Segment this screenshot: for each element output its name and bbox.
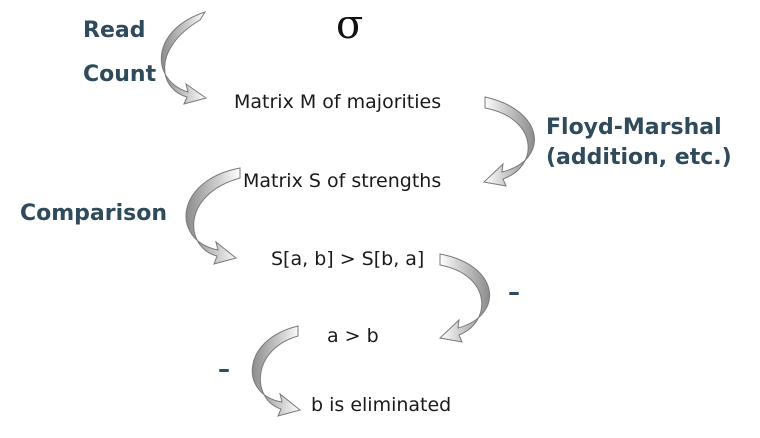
node-a-gt-b: a > b [327,325,379,347]
node-matrix-s: Matrix S of strengths [243,170,442,192]
curved-arrow-read-count [160,11,208,105]
step-floyd-marshal-label: Floyd-Marshal (addition, etc.) [546,113,732,173]
comparison-text: Comparison [20,201,168,226]
curved-arrow-compare-to-agtb [438,253,491,343]
step-read-label: Read [83,16,145,46]
dash-left: – [218,355,230,383]
count-text: Count [83,62,157,87]
node-matrix-m: Matrix M of majorities [234,91,442,113]
floyd-marshal-line2: (addition, etc.) [546,145,732,170]
node-compare: S[a, b] > S[b, a] [271,248,425,270]
node-eliminated: b is eliminated [311,394,452,416]
read-text: Read [83,18,146,43]
sigma-symbol: σ [336,2,364,48]
floyd-marshal-line1: Floyd-Marshal [546,115,722,140]
curved-arrow-agtb-to-eliminated [251,325,302,417]
curved-arrow-comparison [185,167,241,265]
dash-right: – [508,278,520,306]
step-count-label: Count [83,60,156,90]
curved-arrow-floyd-marshal [482,96,535,187]
step-comparison-label: Comparison [20,199,167,229]
